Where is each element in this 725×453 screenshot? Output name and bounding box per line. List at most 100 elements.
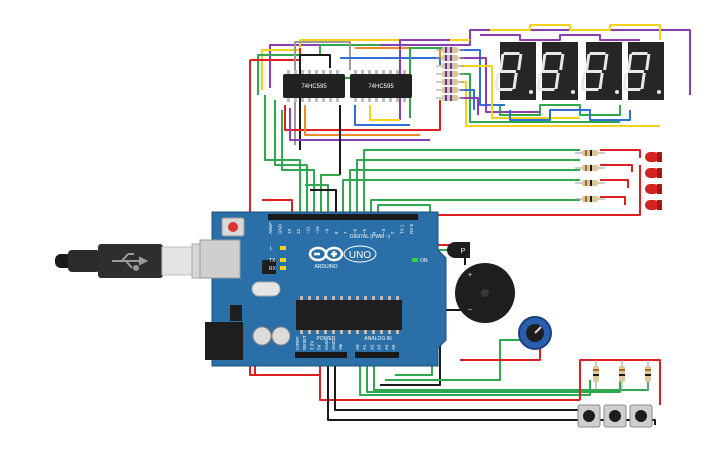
shift-register-1[interactable]: 74HC595: [283, 70, 345, 102]
push-button[interactable]: [577, 404, 601, 428]
resistor[interactable]: [436, 55, 464, 61]
segment: [603, 54, 609, 70]
red-led[interactable]: [645, 200, 662, 210]
segment: [499, 70, 517, 73]
segment: [541, 54, 547, 70]
resistor[interactable]: [436, 63, 464, 69]
capacitor: [252, 326, 272, 346]
wire[interactable]: [490, 24, 661, 40]
board-led-rx-label: RX: [269, 266, 277, 272]
push-button[interactable]: [603, 404, 627, 428]
resistor[interactable]: [436, 95, 464, 101]
wire[interactable]: [310, 189, 337, 216]
wire[interactable]: [600, 196, 626, 205]
board-model-label: UNO: [349, 250, 371, 261]
segment: [622, 73, 628, 89]
wire[interactable]: [269, 29, 691, 95]
resistor[interactable]: [619, 360, 625, 390]
wire[interactable]: [281, 110, 315, 216]
wire[interactable]: [319, 358, 580, 401]
wire[interactable]: [499, 104, 621, 116]
wire[interactable]: [460, 97, 479, 115]
wire[interactable]: [304, 105, 420, 136]
wire[interactable]: [430, 165, 641, 216]
led-resistor-bank: [575, 150, 605, 202]
wire[interactable]: [509, 109, 631, 121]
buzzer-minus-label: −: [468, 307, 472, 314]
pin-label: AREF: [268, 222, 273, 234]
wire[interactable]: [334, 358, 595, 411]
pin-label: ~3: [381, 228, 386, 234]
push-button[interactable]: [629, 404, 653, 428]
wire[interactable]: [366, 358, 621, 393]
wire[interactable]: [340, 57, 441, 65]
segment: [503, 52, 520, 55]
wire[interactable]: [600, 164, 633, 172]
resistor[interactable]: [575, 180, 605, 186]
shift-register-2[interactable]: 74HC595: [350, 70, 412, 102]
wire[interactable]: [349, 169, 580, 216]
wire[interactable]: [363, 149, 580, 216]
wire[interactable]: [289, 108, 430, 141]
wire[interactable]: [600, 179, 629, 188]
wire[interactable]: [356, 159, 580, 216]
wire[interactable]: [274, 100, 308, 216]
wire[interactable]: [354, 105, 410, 126]
resistor[interactable]: [575, 165, 605, 171]
transistor[interactable]: P: [447, 242, 470, 258]
wire[interactable]: [460, 65, 580, 119]
pin-label: 12: [296, 228, 301, 234]
resistor[interactable]: [436, 87, 464, 93]
red-led[interactable]: [645, 184, 662, 194]
resistor[interactable]: [575, 196, 605, 202]
wire[interactable]: [299, 54, 331, 150]
resistor[interactable]: [436, 47, 464, 53]
wire[interactable]: [460, 57, 540, 113]
seven-segment-display[interactable]: [494, 42, 536, 100]
wire[interactable]: [327, 358, 656, 425]
analog-header: [355, 352, 399, 358]
seven-segment-display[interactable]: [536, 42, 578, 100]
resistor[interactable]: [575, 150, 605, 156]
board-led-tx-label: TX: [269, 258, 276, 264]
buzzer-plus-label: +: [468, 272, 472, 279]
seven-segment-display[interactable]: [622, 42, 664, 100]
pin-label: GND: [324, 339, 329, 350]
pin-label: A4: [384, 344, 389, 350]
pin-label: A1: [362, 344, 367, 350]
wire[interactable]: [284, 100, 441, 131]
wire[interactable]: [460, 89, 475, 110]
red-led[interactable]: [645, 168, 662, 178]
wire[interactable]: [579, 359, 661, 405]
red-led[interactable]: [645, 152, 662, 162]
wire[interactable]: [320, 174, 340, 216]
pin-label: ~11: [306, 226, 311, 234]
seven-segment-display[interactable]: [580, 42, 622, 100]
decimal-point: [657, 90, 661, 94]
resistor[interactable]: [436, 79, 464, 85]
wire[interactable]: [342, 179, 580, 216]
resistor[interactable]: [645, 360, 651, 390]
wire[interactable]: [359, 358, 591, 396]
wire[interactable]: [370, 199, 580, 216]
pin-label: ~9: [324, 228, 329, 234]
pin-label: IOREF: [295, 336, 300, 350]
wire[interactable]: [600, 149, 641, 158]
resistor[interactable]: [436, 71, 464, 77]
wire[interactable]: [480, 34, 640, 41]
push-buttons: [577, 404, 653, 428]
piezo-buzzer[interactable]: + −: [455, 263, 515, 323]
segment: [598, 73, 604, 89]
wire[interactable]: [460, 345, 541, 361]
wire[interactable]: [369, 105, 400, 121]
potentiometer[interactable]: [518, 316, 552, 350]
segment: [499, 54, 505, 70]
seven-segment-displays: [494, 42, 664, 100]
wire[interactable]: [305, 184, 329, 216]
board-brand-label: ARDUINO: [314, 264, 337, 270]
resistor[interactable]: [593, 360, 599, 390]
wire[interactable]: [262, 199, 293, 216]
